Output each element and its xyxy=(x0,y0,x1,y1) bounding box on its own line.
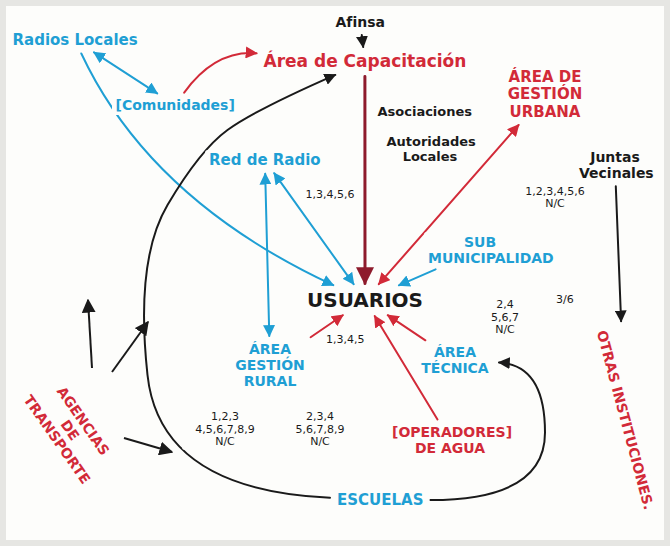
stakeholder-label: ÁREA DE GESTIÓN URBANA xyxy=(474,67,616,123)
outward-arrow xyxy=(88,300,92,368)
arrow-connector xyxy=(184,53,256,93)
stakeholder-text: USUARIOS xyxy=(307,289,423,312)
stakeholder-label: ÁREA GESTIÓN RURAL xyxy=(214,339,326,391)
callout-number: 2,3,4 5,6,7,8,9 N/C xyxy=(282,410,358,450)
stakeholder-text: SUB MUNICIPALIDAD xyxy=(428,234,532,266)
stakeholder-text: Área de Capacitación xyxy=(264,52,467,72)
stakeholder-text: Asociaciones xyxy=(378,105,473,120)
arrow-connector xyxy=(363,77,366,284)
stakeholder-text: Autoridades Locales xyxy=(387,135,474,165)
stakeholder-label: ESCUELAS xyxy=(333,490,427,511)
callout-number: 1,2,3,4,5,6 N/C xyxy=(519,185,591,212)
stakeholder-label: Afinsa xyxy=(332,12,389,32)
arrow-connector xyxy=(81,54,333,286)
stakeholder-text: OTRAS INSTITUCIONES. xyxy=(593,329,656,512)
stakeholder-label: SUB MUNICIPALIDAD xyxy=(424,232,536,268)
stakeholder-label: Red de Radio xyxy=(205,150,325,171)
arrow-connector xyxy=(362,35,363,47)
stakeholder-label: [OPERADORES] DE AGUA xyxy=(388,422,512,458)
callout-number: 1,3,4,5,6 xyxy=(304,188,357,203)
stakeholder-text: Juntas Vecinales xyxy=(579,149,651,181)
stakeholder-text: ÁREA TÉCNICA xyxy=(418,344,492,376)
stakeholder-label: USUARIOS xyxy=(303,287,427,314)
stakeholder-text: [OPERADORES] DE AGUA xyxy=(392,424,508,456)
stakeholder-label: Juntas Vecinales xyxy=(575,147,655,183)
stakeholder-text: ÁREA DE GESTIÓN URBANA xyxy=(478,69,612,121)
stakeholder-text: Radios Locales xyxy=(13,32,138,49)
arrow-connector xyxy=(616,186,621,321)
arrow-connector xyxy=(94,52,157,93)
arrow-connector xyxy=(265,174,269,336)
stakeholder-label: Autoridades Locales xyxy=(383,133,478,167)
arrow-connector xyxy=(388,315,426,340)
stakeholder-label: Radios Locales xyxy=(9,30,142,51)
stakeholder-text: ESCUELAS xyxy=(337,492,423,509)
stakeholder-label: ÁREA TÉCNICA xyxy=(414,342,496,378)
stakeholder-text: Afinsa xyxy=(336,14,385,30)
stakeholder-text: AGENCIAS DE TRANSPORTE xyxy=(20,374,119,487)
callout-number: 1,2,3 4,5,6,7,8,9 N/C xyxy=(182,410,268,450)
stakeholder-text: ÁREA GESTIÓN RURAL xyxy=(218,341,322,389)
stakeholder-text: Red de Radio xyxy=(209,152,321,169)
stakeholder-label: [Comunidades] xyxy=(112,95,239,115)
outward-arrow xyxy=(124,438,172,452)
outward-arrow xyxy=(112,322,148,372)
stakeholder-label: Asociaciones xyxy=(374,103,477,122)
callout-number: 3/6 xyxy=(554,293,576,308)
stakeholder-label: AGENCIAS DE TRANSPORTE xyxy=(16,369,123,491)
callout-number: 1,3,4,5 xyxy=(324,333,366,348)
stakeholder-label: Área de Capacitación xyxy=(260,50,471,74)
callout-number: 2,4 5,6,7 N/C xyxy=(479,298,531,338)
stakeholder-label: OTRAS INSTITUCIONES. xyxy=(590,324,659,515)
stakeholder-text: [Comunidades] xyxy=(116,97,235,113)
arrow-connector xyxy=(399,269,436,285)
